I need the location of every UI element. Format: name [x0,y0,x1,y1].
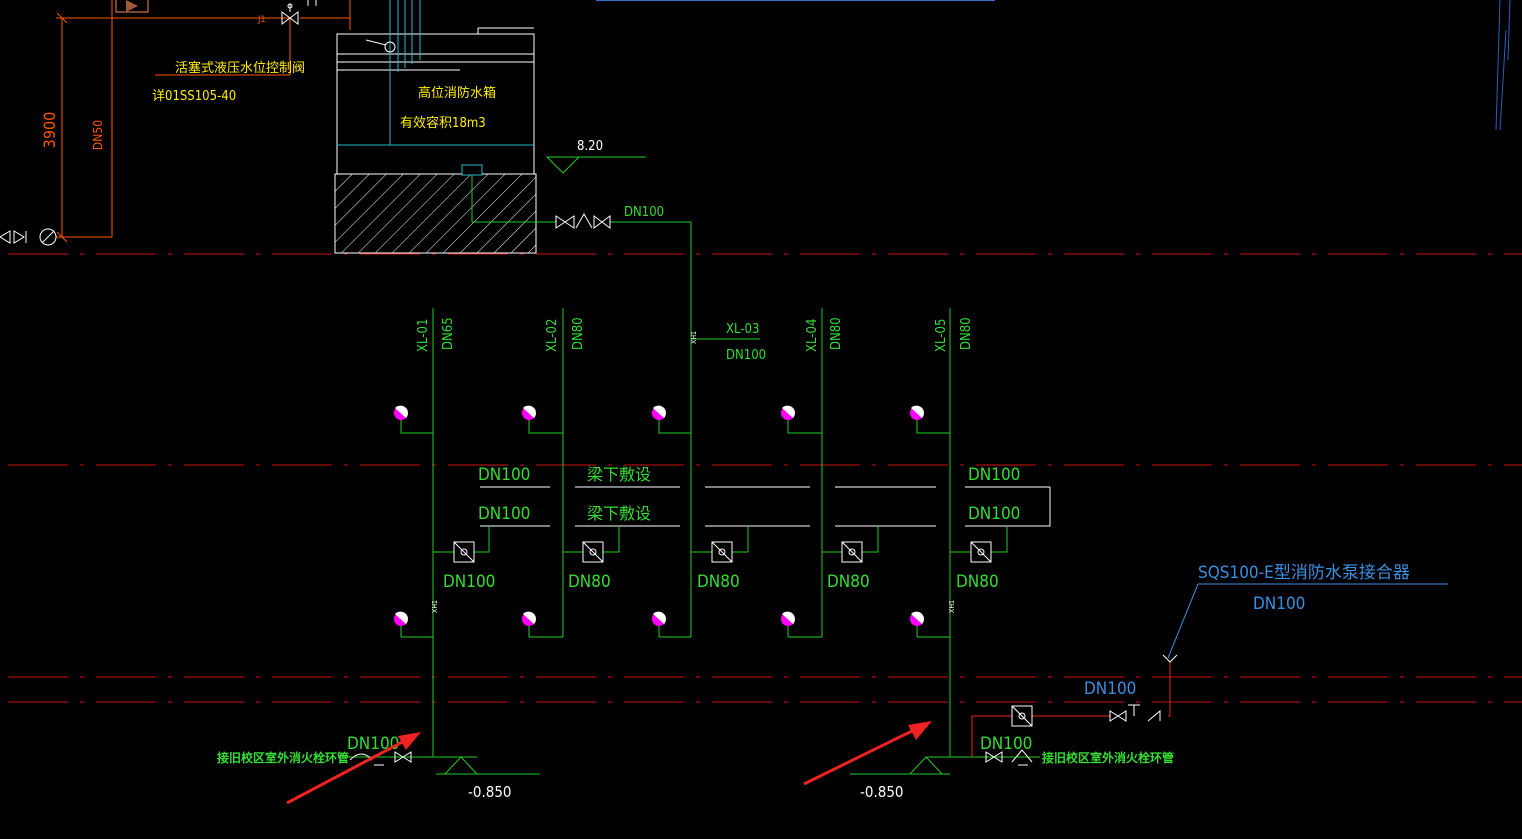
brown-triangle-icon [126,0,138,12]
elevation-triangle-icon [443,756,479,775]
left-inlet-dn-label: DN100 [347,734,399,754]
connector-pipe-dn-label: DN100 [1084,679,1136,699]
floor-grid-lines [8,253,1522,703]
hydrant-icon [652,611,666,626]
ring-main [480,486,1051,527]
left-inlet-note: 接旧校区室外消火栓环管 [217,750,349,765]
left-arrow [286,737,409,805]
beam-note-label: 梁下敷设 [587,465,651,484]
tank-foundation [334,173,537,254]
tank-outlet [461,164,483,176]
float-ball-icon [384,41,396,53]
hydrant-icon [394,611,408,626]
riser-dn-label: DN80 [571,317,586,350]
valve-icon [841,541,863,563]
high-level-fire-tank: 高位消防水箱 有效容积18m3 [334,0,537,254]
loop-dn-label: DN80 [568,572,611,592]
loop-dn-label: DN80 [956,572,999,592]
j1-label: J1 [257,15,266,25]
ring-connections [433,526,1008,553]
riser-name-label: XL-05 [934,319,949,352]
top-right-lines [1495,0,1511,131]
inlet-valves-icon [985,749,1033,766]
tank-name-label: 高位消防水箱 [418,85,496,101]
valve-icon [453,541,475,563]
fire-hydrants [394,405,924,626]
left-arrow-head [398,732,421,750]
valve-ref-label: 详01SS105-40 [152,89,236,104]
xh-tag: XH1 [431,600,439,613]
float-valve-icon [281,0,317,25]
elevation-marker-top: 8.20 [545,139,646,174]
brown-box [115,0,149,13]
hydrant-icon [910,611,924,626]
right-inlet-dn-label: DN100 [980,734,1032,754]
elevation-right-label: -0.850 [860,783,904,801]
outlet-valves-icon [555,212,611,229]
riser-dn-label: DN65 [441,317,456,350]
elevation-left-label: -0.850 [468,783,512,801]
hydrant-icon [394,405,408,420]
elevation-triangle-icon [908,756,944,775]
valve-icon [711,541,733,563]
ring-labels: DN100 DN100 DN100 DN100 梁下敷设 梁下敷设 DN100 … [443,465,1020,592]
xl03-name-label: XL-03 [726,322,759,337]
xl03-dn-label: DN100 [726,348,766,363]
ring-dn-label: DN100 [968,504,1020,524]
drain-valve-icon [0,228,57,246]
beam-note-label: 梁下敷设 [587,504,651,523]
pump-connector-pipe: DN100 [971,654,1178,757]
connector-dn-label: DN100 [1253,594,1305,614]
right-inlet-note: 接旧校区室外消火栓环管 [1042,750,1174,765]
tank-volume-label: 有效容积18m3 [400,115,486,131]
ring-dn-label: DN100 [478,504,530,524]
riser-name-label: XL-04 [805,319,820,352]
valve-icon [970,541,992,563]
hydrant-icon [781,611,795,626]
right-inlet: DN100 接旧校区室外消火栓环管 -0.850 [850,734,1174,801]
riser-name-label: XL-02 [545,319,560,352]
right-arrow-head [908,721,932,740]
connector-name-label: SQS100-E型消防水泵接合器 [1198,563,1410,583]
hydrant-icon [910,405,924,420]
xh-tag: XH1 [690,331,698,344]
valve-title-label: 活塞式液压水位控制阀 [175,60,305,76]
hydrant-icon [522,405,536,420]
xh-tag: XH1 [948,600,956,613]
connector-valves-icon [1011,654,1178,727]
dimension-3900-label: 3900 [40,112,59,149]
makeup-water-assembly: 3900 DN50 J1 活塞式液压水位控制阀 详01SS105-40 [0,0,351,246]
ring-dn-label: DN100 [968,465,1020,485]
valve-icon [582,541,604,563]
loop-dn-label: DN80 [827,572,870,592]
outlet-dn-label: DN100 [624,205,664,220]
riser-name-label: XL-01 [416,319,431,352]
hydrant-icon [522,611,536,626]
riser-dn-label: DN80 [829,317,844,350]
ring-dn-label: DN100 [478,465,530,485]
tank-outlet-pipe [471,175,692,325]
elevation-top-label: 8.20 [577,139,603,154]
riser-labels: XL-01 DN65 XL-02 DN80 XL-04 DN80 XL-05 D… [416,317,974,613]
risers [401,308,951,757]
tank-inlet-pipes [389,0,421,145]
loop-dn-label: DN100 [443,572,495,592]
pump-connector-callout: SQS100-E型消防水泵接合器 DN100 [1167,563,1448,659]
loop-dn-label: DN80 [697,572,740,592]
hydrant-icon [781,405,795,420]
riser-dn-label: DN80 [959,317,974,350]
dn50-label: DN50 [91,120,105,150]
ring-valves [453,541,992,563]
hydrant-icon [652,405,666,420]
right-arrow [803,726,919,786]
annotation-arrows [286,721,932,805]
